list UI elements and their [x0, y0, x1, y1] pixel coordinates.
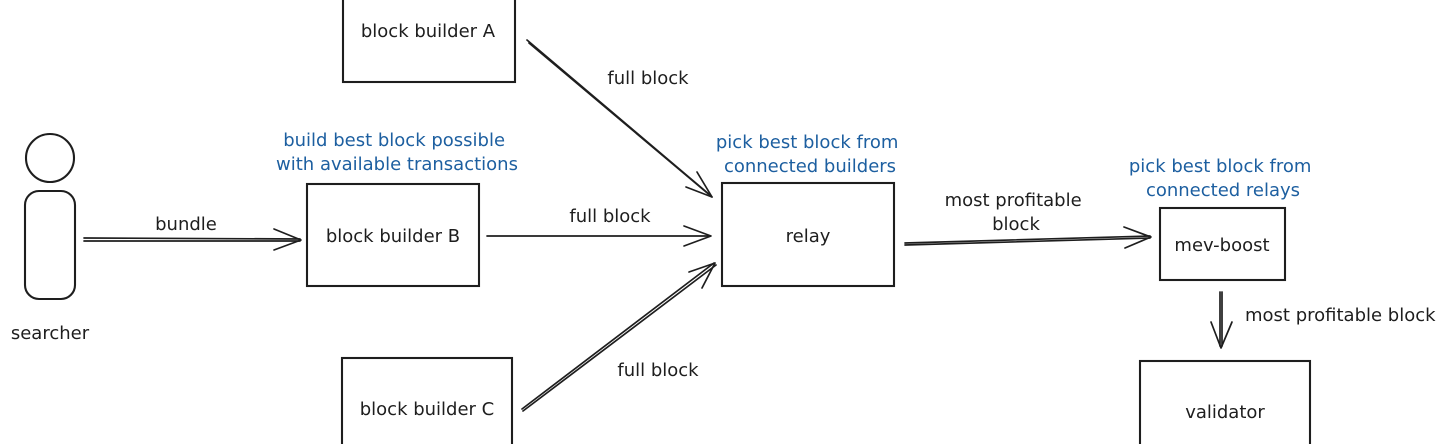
searcher-label: searcher: [11, 323, 90, 344]
relay-note-line-1: pick best block from: [716, 132, 899, 153]
relay-box: [720, 181, 896, 288]
edge-relay-to-mev-boost-label: most profitable block: [945, 190, 1088, 235]
block-builder-a-box: [341, 0, 517, 84]
mev-boost-note: pick best block from connected relays: [1129, 156, 1317, 201]
builder-b-note-line-2: with available transactions: [276, 154, 518, 175]
searcher-body: [23, 189, 77, 301]
mev-boost-node: mev-boost: [1158, 206, 1287, 282]
edge-mev-boost-to-validator-label: most profitable block: [1245, 305, 1436, 326]
mev-boost-note-line-1: pick best block from: [1129, 156, 1312, 177]
mev-boost-label: mev-boost: [1174, 235, 1269, 256]
mev-boost-note-line-2: connected relays: [1146, 180, 1300, 201]
edge-builder-b-to-relay: full block: [486, 206, 712, 247]
block-builder-b-label: block builder B: [326, 226, 460, 247]
validator-node: validator: [1138, 359, 1312, 444]
builder-b-note-line-1: build best block possible: [283, 130, 505, 151]
edge-searcher-to-builder-b-arrowhead: [273, 228, 302, 251]
relay-note: pick best block from connected builders: [716, 132, 904, 177]
edge-mev-boost-to-validator-line: [1219, 291, 1223, 347]
edge-relay-to-mev-boost-line: [904, 235, 1151, 246]
block-builder-c-box: [340, 356, 514, 444]
edge-searcher-to-builder-b-line: [83, 237, 301, 242]
validator-box: [1138, 359, 1312, 444]
edge-builder-a-to-relay-label: full block: [607, 68, 689, 89]
mev-boost-box: [1158, 206, 1287, 282]
edge-builder-a-to-relay: full block: [526, 39, 713, 198]
block-builder-a: block builder A: [341, 0, 517, 84]
block-builder-a-label: block builder A: [361, 21, 496, 42]
edge-relay-to-mev-boost-label-line-1: most profitable: [945, 190, 1082, 211]
edge-builder-c-to-relay: full block: [521, 262, 717, 412]
block-builder-b-box: [305, 182, 481, 288]
block-builder-c: block builder C: [340, 356, 514, 444]
edge-builder-c-to-relay-line: [521, 262, 717, 412]
searcher-head: [24, 132, 76, 184]
edge-builder-b-to-relay-arrowhead: [683, 225, 712, 247]
edge-builder-c-to-relay-label: full block: [617, 360, 699, 381]
relay-note-line-2: connected builders: [724, 156, 896, 177]
edge-builder-c-to-relay-arrowhead: [688, 262, 716, 289]
edge-builder-a-to-relay-arrowhead: [685, 171, 713, 198]
edge-relay-to-mev-boost-arrowhead: [1123, 226, 1152, 249]
edge-relay-to-mev-boost-label-line-2: block: [992, 214, 1040, 235]
searcher-actor: searcher: [11, 132, 90, 344]
relay-label: relay: [786, 226, 831, 247]
edge-builder-b-to-relay-label: full block: [569, 206, 651, 227]
edge-searcher-to-builder-b: bundle: [83, 214, 302, 251]
relay-node: relay: [720, 181, 896, 288]
validator-label: validator: [1185, 402, 1265, 423]
block-builder-c-label: block builder C: [360, 399, 495, 420]
builder-b-note: build best block possible with available…: [276, 130, 518, 175]
edge-relay-to-mev-boost: most profitable block: [904, 190, 1152, 249]
edge-mev-boost-to-validator-arrowhead: [1210, 321, 1233, 349]
edge-builder-a-to-relay-line: [526, 39, 713, 198]
edge-mev-boost-to-validator: most profitable block: [1210, 291, 1436, 349]
block-builder-b: block builder B: [305, 182, 481, 288]
edge-searcher-to-builder-b-label: bundle: [155, 214, 217, 235]
